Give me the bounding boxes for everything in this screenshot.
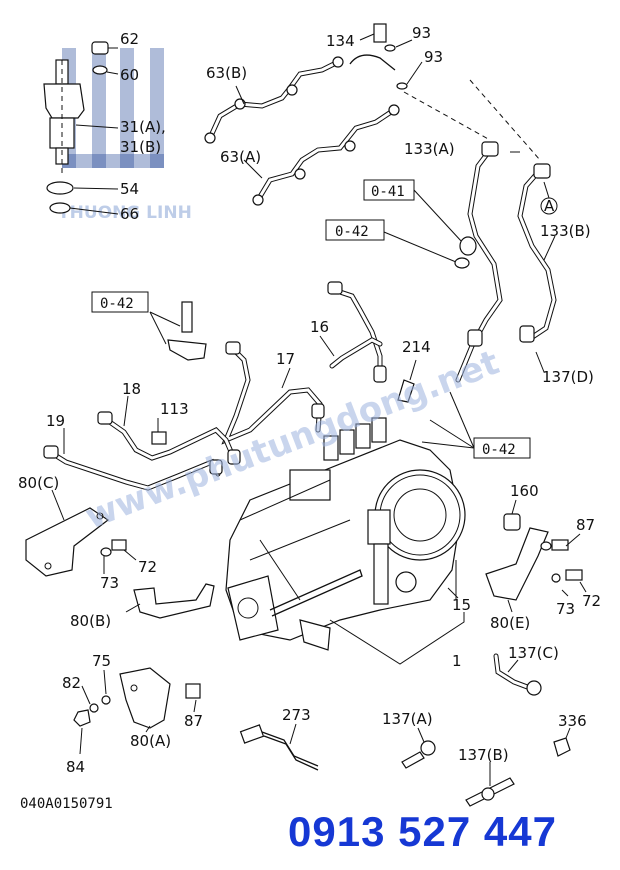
callout-273: 273 bbox=[282, 706, 311, 724]
callout-93-upper: 93 bbox=[412, 24, 431, 42]
callout-a-circle: A bbox=[544, 197, 555, 215]
callout-15: 15 bbox=[452, 596, 471, 614]
callout-80b: 80(B) bbox=[70, 612, 111, 630]
callout-66: 66 bbox=[120, 205, 139, 223]
callout-336: 336 bbox=[558, 712, 587, 730]
callout-18: 18 bbox=[122, 380, 141, 398]
ref-box-042-right: 0-42 bbox=[421, 391, 531, 459]
callout-87-right: 87 bbox=[576, 516, 595, 534]
callout-60: 60 bbox=[120, 66, 139, 84]
callout-73-left: 73 bbox=[100, 574, 119, 592]
callout-72-left: 72 bbox=[138, 558, 157, 576]
callout-133a: 133(A) bbox=[404, 140, 455, 158]
callout-134: 134 bbox=[326, 32, 355, 50]
svg-text:0-41: 0-41 bbox=[371, 184, 405, 200]
ref-box-042-left: 0-42 bbox=[91, 291, 181, 345]
svg-text:0-42: 0-42 bbox=[335, 224, 369, 240]
callout-63a: 63(A) bbox=[220, 148, 261, 166]
callout-73-right: 73 bbox=[556, 600, 575, 618]
callout-31b: 31(B) bbox=[120, 138, 161, 156]
watermark-logo-text: THUONG LINH bbox=[58, 203, 192, 223]
callout-63b: 63(B) bbox=[206, 64, 247, 82]
callout-80e: 80(E) bbox=[490, 614, 530, 632]
callout-137a: 137(A) bbox=[382, 710, 433, 728]
callout-75: 75 bbox=[92, 652, 111, 670]
callout-87-left: 87 bbox=[184, 712, 203, 730]
phone-number: 0913 527 447 bbox=[288, 808, 557, 855]
svg-text:0-42: 0-42 bbox=[100, 296, 134, 312]
injection-pipes bbox=[43, 281, 417, 491]
callout-17: 17 bbox=[276, 350, 295, 368]
callout-84: 84 bbox=[66, 758, 85, 776]
fitting-137b bbox=[465, 762, 515, 807]
ref-box-041: 0-41 bbox=[363, 179, 463, 243]
callout-1: 1 bbox=[452, 652, 462, 670]
callout-31a: 31(A), bbox=[120, 118, 166, 136]
callout-72-right: 72 bbox=[582, 592, 601, 610]
document-code: 040A0150791 bbox=[20, 796, 113, 812]
bracket-80e bbox=[485, 499, 587, 613]
fitting-137a bbox=[401, 727, 436, 769]
clip-336 bbox=[553, 727, 571, 757]
bracket-80b bbox=[125, 583, 215, 619]
bracket-clip bbox=[167, 301, 207, 361]
callout-16: 16 bbox=[310, 318, 329, 336]
bracket-80c bbox=[25, 489, 137, 577]
callout-80c: 80(C) bbox=[18, 474, 59, 492]
callout-54: 54 bbox=[120, 180, 139, 198]
callout-82: 82 bbox=[62, 674, 81, 692]
callout-80a: 80(A) bbox=[130, 732, 171, 750]
bracket-80a bbox=[73, 667, 201, 755]
callout-113: 113 bbox=[160, 400, 189, 418]
fuel-pipes-133 bbox=[455, 141, 558, 383]
fitting-137c bbox=[493, 653, 542, 696]
injection-pump bbox=[225, 417, 466, 665]
callout-137d: 137(D) bbox=[542, 368, 594, 386]
callout-19: 19 bbox=[46, 412, 65, 430]
callout-133b: 133(B) bbox=[540, 222, 591, 240]
sensor-273 bbox=[239, 723, 319, 771]
callout-62: 62 bbox=[120, 30, 139, 48]
callout-160: 160 bbox=[510, 482, 539, 500]
callout-137b: 137(B) bbox=[458, 746, 509, 764]
leak-off-pipes bbox=[204, 23, 541, 206]
callout-93-lower: 93 bbox=[424, 48, 443, 66]
injector-assembly bbox=[43, 41, 119, 215]
callout-137c: 137(C) bbox=[508, 644, 559, 662]
ref-box-042-upper: 0-42 bbox=[325, 219, 457, 263]
svg-text:0-42: 0-42 bbox=[482, 442, 516, 458]
callout-214: 214 bbox=[402, 338, 431, 356]
